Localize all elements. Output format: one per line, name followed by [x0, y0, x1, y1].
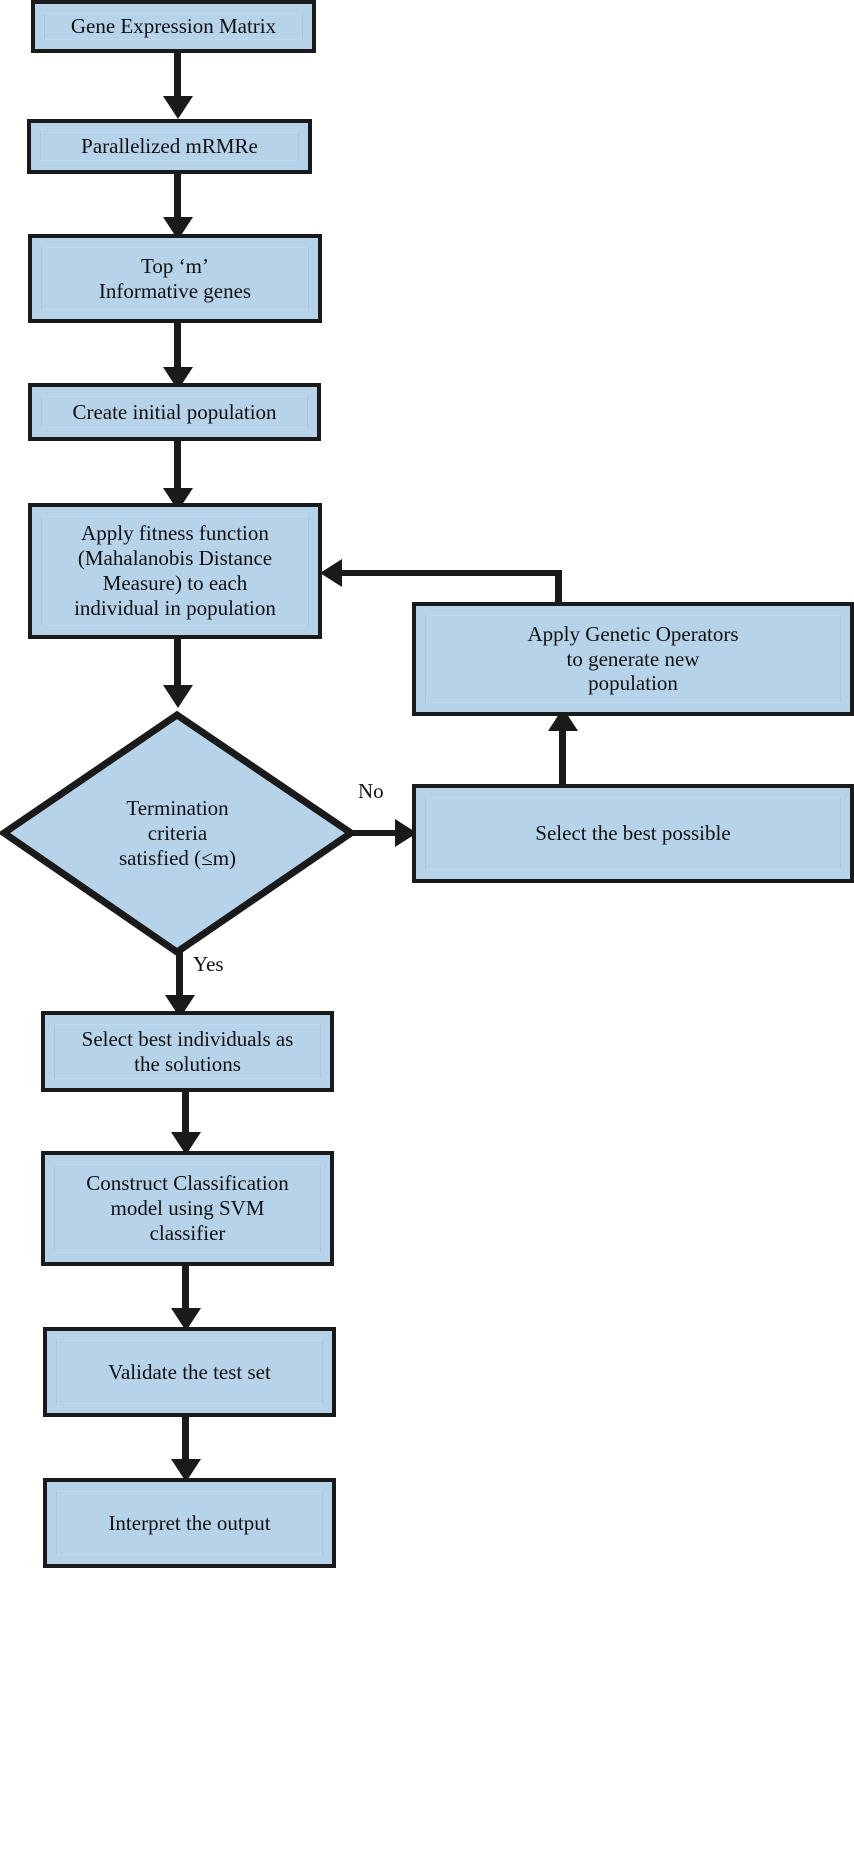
edge-feedback-vertical	[555, 570, 562, 605]
node-apply-fitness-function[interactable]: Apply fitness function (Mahalanobis Dist…	[28, 503, 322, 639]
node-validate-test-set[interactable]: Validate the test set	[43, 1327, 336, 1417]
arrowhead-solutions-to-classification	[171, 1132, 201, 1155]
node-label: Apply fitness function (Mahalanobis Dist…	[74, 521, 276, 620]
arrowhead-decision-no	[395, 819, 417, 847]
edge-select-to-genetic-operators	[559, 719, 566, 784]
node-label: Apply Genetic Operators to generate new …	[527, 621, 739, 696]
node-construct-classification-model[interactable]: Construct Classification model using SVM…	[41, 1151, 334, 1266]
node-label: Construct Classification model using SVM…	[86, 1171, 289, 1245]
arrowhead-feedback-to-fitness	[320, 559, 342, 587]
node-label: Select the best possible	[535, 821, 731, 846]
edge-decision-no-horizontal	[351, 830, 417, 836]
node-select-best-possible[interactable]: Select the best possible	[412, 784, 854, 883]
node-interpret-output[interactable]: Interpret the output	[43, 1478, 336, 1568]
edge-fitness-to-decision	[174, 639, 181, 694]
node-label: Top ‘m’ Informative genes	[98, 253, 252, 303]
arrowhead-matrix-to-mrmre	[163, 96, 193, 119]
edge-decision-yes	[176, 950, 183, 1003]
edge-feedback-horizontal	[339, 570, 562, 576]
node-create-initial-population[interactable]: Create initial population	[28, 383, 321, 441]
node-label: Termination criteria satisfied (≤m)	[118, 795, 237, 871]
edge-label-yes: Yes	[193, 952, 224, 976]
node-top-m-informative-genes[interactable]: Top ‘m’ Informative genes	[28, 234, 322, 323]
edge-create-population-to-fitness	[174, 441, 181, 498]
node-gene-expression-matrix[interactable]: Gene Expression Matrix	[31, 0, 316, 53]
node-termination-criteria[interactable]: Termination criteria satisfied (≤m)	[0, 710, 358, 957]
edge-classification-to-validate	[182, 1266, 189, 1315]
edge-matrix-to-mrmre	[174, 53, 181, 102]
edge-solutions-to-classification	[182, 1092, 189, 1139]
edge-topm-to-create-population	[174, 323, 181, 376]
node-label: Validate the test set	[108, 1359, 271, 1384]
node-label: Parallelized mRMRe	[81, 134, 258, 159]
node-apply-genetic-operators[interactable]: Apply Genetic Operators to generate new …	[412, 602, 854, 716]
edge-validate-to-interpret	[182, 1417, 189, 1466]
node-label: Select best individuals as the solutions	[81, 1026, 294, 1076]
node-label: Create initial population	[72, 399, 277, 424]
edge-mrmre-to-topm	[174, 174, 181, 225]
node-select-best-individuals[interactable]: Select best individuals as the solutions	[41, 1011, 334, 1092]
arrowhead-classification-to-validate	[171, 1308, 201, 1331]
node-label: Gene Expression Matrix	[70, 14, 277, 39]
edge-label-no: No	[358, 779, 384, 803]
node-parallelized-mrmre[interactable]: Parallelized mRMRe	[27, 119, 312, 174]
arrowhead-validate-to-interpret	[171, 1459, 201, 1482]
node-label: Interpret the output	[108, 1510, 271, 1535]
arrowhead-fitness-to-decision	[163, 685, 193, 708]
